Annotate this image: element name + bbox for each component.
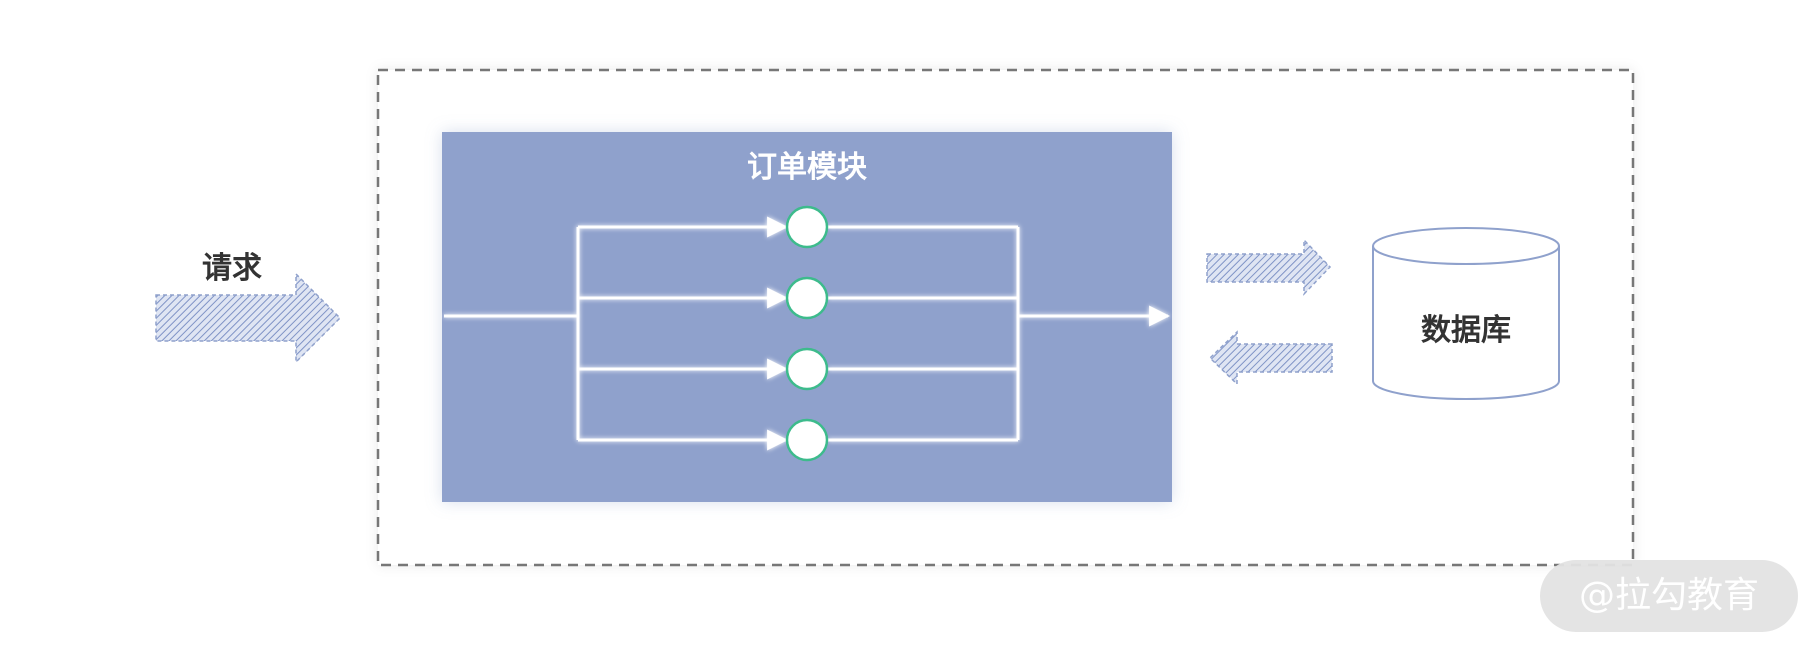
process-node-4 <box>785 418 829 462</box>
database-cylinder <box>1372 227 1560 400</box>
database-label: 数据库 <box>1421 313 1511 348</box>
database-top <box>1372 227 1560 265</box>
from-database-arrow <box>1208 330 1333 386</box>
process-node-3 <box>785 347 829 391</box>
order-module-title: 订单模块 <box>747 150 867 185</box>
database-body <box>1372 246 1560 400</box>
process-node-1 <box>785 205 829 249</box>
process-nodes <box>785 205 829 462</box>
to-database-arrow <box>1206 238 1332 296</box>
request-arrow <box>155 272 342 364</box>
flow-lines <box>444 216 1171 451</box>
request-label: 请求 <box>202 251 262 286</box>
process-node-2 <box>785 276 829 320</box>
watermark: @拉勾教育 <box>1540 560 1798 632</box>
